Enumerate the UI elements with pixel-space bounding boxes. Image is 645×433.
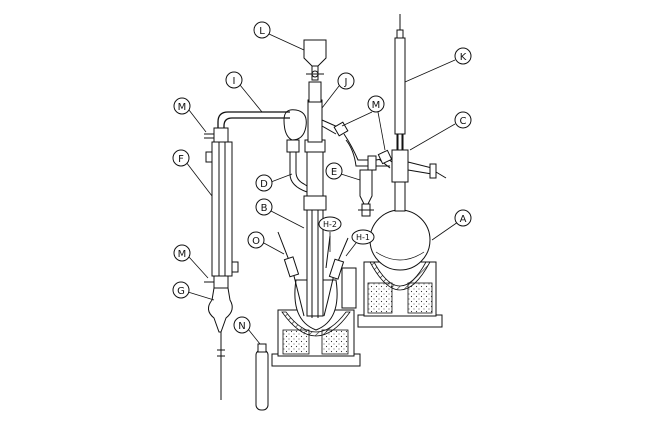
transfer-tube-i xyxy=(217,111,290,130)
thermocouple-o xyxy=(277,231,305,317)
base-plate-right xyxy=(357,314,443,328)
vapor-bridge xyxy=(217,109,393,217)
flask-a-neck xyxy=(394,179,406,212)
side-arm-d xyxy=(295,150,308,187)
label-d: D xyxy=(255,173,293,192)
mantle-center xyxy=(281,311,351,337)
flask-b-assembly xyxy=(271,39,361,367)
mantle-right xyxy=(369,261,431,291)
dropping-funnel-l xyxy=(303,39,327,67)
thermocouple-h1 xyxy=(323,237,349,317)
label-d-text: D xyxy=(260,179,268,190)
label-l: L xyxy=(253,21,305,51)
label-m-bottom-text: M xyxy=(178,249,187,260)
label-a: A xyxy=(431,209,472,241)
heater-right-left-insulation xyxy=(367,282,393,314)
label-f-text: F xyxy=(178,154,184,165)
column-b xyxy=(306,149,324,317)
label-k: K xyxy=(404,47,472,83)
label-g-text: G xyxy=(177,286,185,297)
label-h2-text: H-2 xyxy=(323,220,337,229)
label-n-text: N xyxy=(238,321,245,332)
label-n: N xyxy=(233,316,261,345)
label-k-text: K xyxy=(460,52,467,63)
heater-center-right-insulation xyxy=(321,329,349,355)
label-g: G xyxy=(172,281,215,301)
label-o-text: O xyxy=(252,236,260,247)
label-e: E xyxy=(325,162,361,181)
label-i-text: I xyxy=(233,76,236,87)
flask-a-assembly xyxy=(357,14,447,328)
receiver-g xyxy=(208,287,233,333)
label-m-mid: M xyxy=(341,95,386,151)
label-m-top-text: M xyxy=(178,102,187,113)
label-m-bottom: M xyxy=(173,244,209,279)
label-f: F xyxy=(172,149,213,197)
label-l-text: L xyxy=(259,26,265,37)
column-k-body xyxy=(394,37,406,135)
label-m-mid-text: M xyxy=(372,100,381,111)
label-i: I xyxy=(225,71,263,113)
label-b-text: B xyxy=(261,203,268,214)
heater-right-right-insulation xyxy=(407,282,433,314)
receiver-e xyxy=(359,169,373,205)
heater-center-left-insulation xyxy=(282,329,310,355)
collection-tube-n xyxy=(255,349,269,411)
label-m-top: M xyxy=(173,97,207,133)
label-h1: H-1 xyxy=(345,229,375,257)
label-a-text: A xyxy=(460,214,467,225)
label-h2: H-2 xyxy=(318,216,342,252)
adapter-c xyxy=(391,149,409,183)
clamp-block xyxy=(341,267,357,309)
thermocouple-h2 xyxy=(325,235,331,269)
label-h1-text: H-1 xyxy=(356,233,370,242)
label-j-text: J xyxy=(344,77,348,88)
label-e-text: E xyxy=(331,167,337,178)
label-j: J xyxy=(321,72,355,109)
label-o: O xyxy=(247,231,285,255)
round-bottom-flask-a xyxy=(369,209,431,271)
label-c-text: C xyxy=(460,116,467,127)
label-c: C xyxy=(409,111,472,151)
label-b: B xyxy=(255,198,305,229)
condenser-assembly xyxy=(204,127,269,411)
